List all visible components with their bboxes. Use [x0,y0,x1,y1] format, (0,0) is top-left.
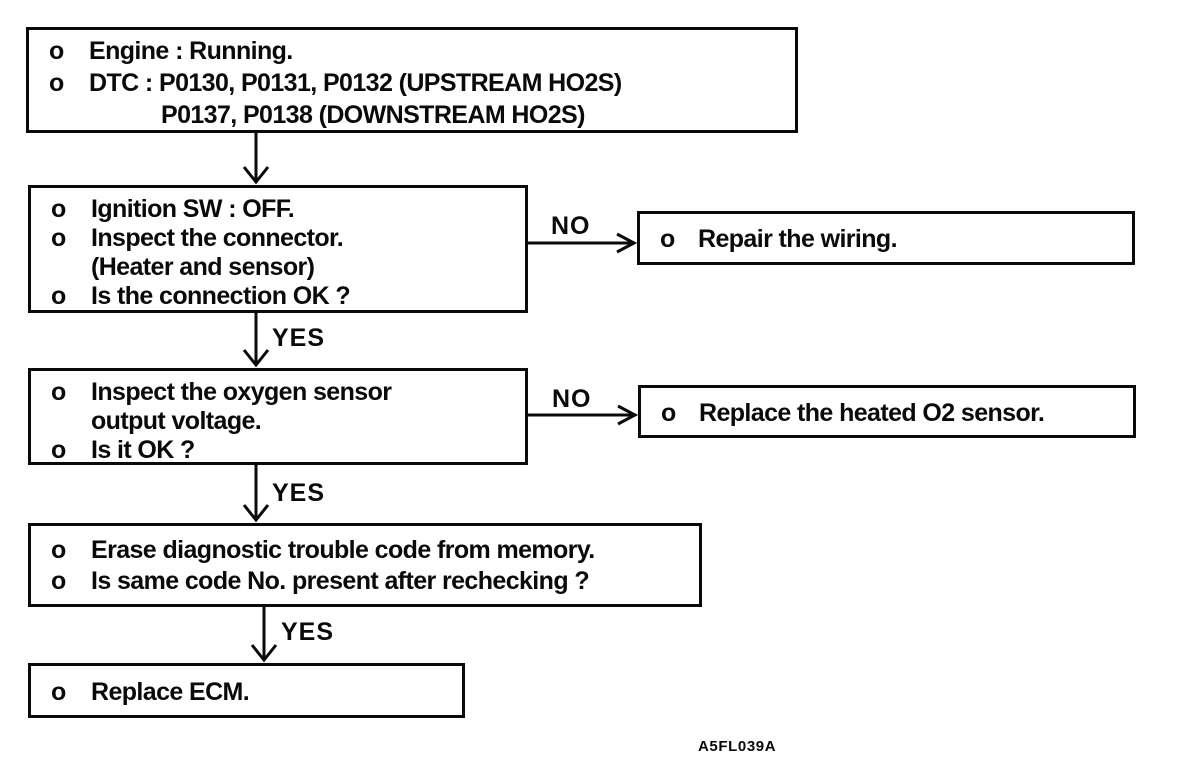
flow-box-inspect-o2-voltage: o Inspect the oxygen sensor output volta… [28,368,528,465]
flow-line: o Replace the heated O2 sensor. [661,399,1133,428]
flow-box-replace-ecm: o Replace ECM. [28,663,465,718]
flow-line: o DTC : P0130, P0131, P0132 (UPSTREAM HO… [49,67,795,99]
flow-text: Erase diagnostic trouble code from memor… [91,536,595,564]
flow-text: Is the connection OK ? [91,282,351,310]
bullet-marker: o [49,69,65,97]
flow-line: (Heater and sensor) [51,253,525,282]
edge-label-yes-3: YES [281,618,335,646]
bullet-marker: o [51,678,67,706]
bullet-marker: o [660,225,676,253]
bullet-marker: o [51,195,67,223]
flow-box-inspect-connector: o Ignition SW : OFF. o Inspect the conne… [28,185,528,313]
flow-box-replace-o2-sensor: o Replace the heated O2 sensor. [638,385,1136,438]
flow-line: o Inspect the oxygen sensor [51,378,525,407]
flow-box-repair-wiring: o Repair the wiring. [637,211,1135,265]
figure-code: A5FL039A [698,738,777,755]
bullet-marker: o [661,399,677,427]
arrow-no-to-replace-o2 [528,404,639,426]
flow-text: Replace the heated O2 sensor. [699,399,1045,427]
flow-line: o Repair the wiring. [660,225,1132,254]
flow-text: Ignition SW : OFF. [91,195,295,223]
flow-text: Engine : Running. [89,37,293,65]
edge-label-yes-2: YES [272,479,326,507]
flow-text: DTC : P0130, P0131, P0132 (UPSTREAM HO2S… [89,69,622,97]
flow-box-erase-dtc: o Erase diagnostic trouble code from mem… [28,523,702,607]
flow-line: o Replace ECM. [51,678,462,707]
flow-text: Is same code No. present after recheckin… [91,567,590,595]
arrow-no-to-repair-wiring [528,232,638,254]
arrow-start-to-inspect-connector [242,133,270,185]
flow-line: o Is the connection OK ? [51,282,525,311]
arrow-yes-to-inspect-o2 [242,313,270,368]
bullet-marker: o [51,536,67,564]
flow-line: o Engine : Running. [49,35,795,67]
flow-text: Replace ECM. [91,678,250,706]
flow-line: P0137, P0138 (DOWNSTREAM HO2S) [49,99,795,131]
flow-line: output voltage. [51,407,525,436]
bullet-marker: o [51,224,67,252]
bullet-marker: o [51,378,67,406]
flow-line: o Ignition SW : OFF. [51,195,525,224]
flow-text: (Heater and sensor) [91,253,315,281]
arrow-yes-to-replace-ecm [250,607,278,663]
flow-text: output voltage. [91,407,262,435]
edge-label-no-1: NO [551,212,591,240]
flow-text: P0137, P0138 (DOWNSTREAM HO2S) [161,101,585,129]
flow-text: Is it OK ? [91,436,195,464]
edge-label-no-2: NO [552,385,592,413]
edge-label-yes-1: YES [272,324,326,352]
flow-line: o Is it OK ? [51,436,525,465]
flow-line: o Inspect the connector. [51,224,525,253]
flow-text: Inspect the oxygen sensor [91,378,392,406]
flow-box-start-conditions: o Engine : Running. o DTC : P0130, P0131… [26,27,798,133]
flow-line: o Is same code No. present after recheck… [51,566,699,597]
bullet-marker: o [51,282,67,310]
bullet-marker: o [51,567,67,595]
flow-text: Inspect the connector. [91,224,344,252]
bullet-marker: o [49,37,65,65]
flow-line: o Erase diagnostic trouble code from mem… [51,535,699,566]
flow-text: Repair the wiring. [698,225,898,253]
bullet-marker: o [51,436,67,464]
arrow-yes-to-erase-dtc [242,465,270,523]
